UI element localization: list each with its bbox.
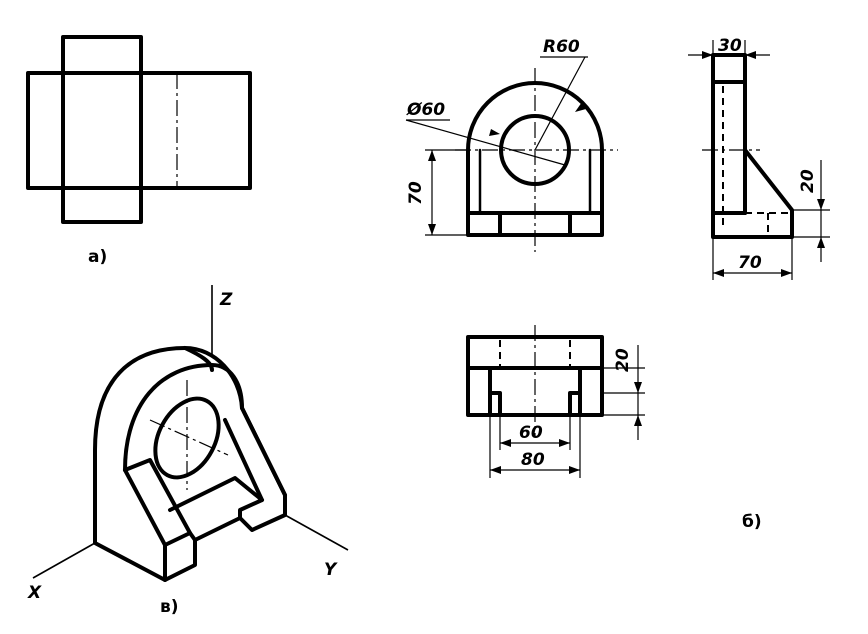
top-inner-right [568, 391, 582, 417]
w70-arrow-left [713, 269, 724, 277]
top-view [466, 325, 604, 437]
iso-rib-edge [240, 406, 287, 497]
top-inner-left [488, 391, 502, 417]
h20-arrow-top [817, 199, 825, 210]
r60-leader [534, 56, 586, 151]
net-drawing [26, 35, 252, 224]
w80-arrow-right [569, 466, 580, 474]
iso-arch-front [123, 363, 244, 472]
front-outline [466, 81, 604, 237]
dim-h70: 70 [406, 181, 426, 205]
axis-x-label: X [27, 583, 42, 603]
axis-y-label: Y [324, 560, 338, 580]
iso-base-groove [168, 476, 264, 512]
dim-w80: 80 [521, 450, 545, 470]
side-dimensions: 30 20 70 [688, 36, 830, 280]
dim-w30: 30 [718, 36, 742, 56]
iso-rib-inner [223, 418, 264, 520]
w60-arrow-right [559, 439, 570, 447]
w60-arrow-left [500, 439, 511, 447]
front-dimensions: R60 Ø60 70 [405, 37, 588, 236]
h20t-arrow-top [634, 382, 642, 393]
dim-h20-top: 20 [613, 348, 633, 372]
dim-h20-side: 20 [798, 169, 818, 193]
dim-r60: R60 [543, 37, 580, 57]
axis-z-label: Z [219, 290, 233, 310]
w80-arrow-left [490, 466, 501, 474]
axis-x-line [32, 542, 96, 579]
h20t-arrow-bottom [634, 415, 642, 426]
axis-y-line [284, 514, 349, 551]
w30-arrow-right [745, 51, 756, 59]
label-v: в) [160, 597, 179, 617]
net-vertical-band [61, 35, 143, 224]
d60-leader [405, 119, 566, 166]
iso-left-block-step [188, 531, 197, 542]
d60-arrow [489, 129, 500, 136]
top-dimensions: 20 60 80 [489, 345, 645, 478]
dim-w60: 60 [519, 423, 543, 443]
h70-arrow-top [428, 150, 436, 161]
label-b: б) [742, 512, 762, 532]
dim-d60: Ø60 [406, 100, 445, 120]
iso-center-diagonal [149, 419, 229, 456]
iso-left-block-top [123, 458, 192, 547]
iso-arc-back [183, 346, 214, 372]
front-view [455, 68, 618, 252]
h20-arrow-bottom [817, 237, 825, 248]
isometric-axes [32, 285, 349, 579]
r60-arrow [575, 102, 586, 112]
w30-arrow-left [702, 51, 713, 59]
side-view [702, 53, 794, 239]
label-a: а) [88, 247, 107, 267]
dim-w70: 70 [738, 253, 762, 273]
isometric-view [93, 346, 287, 582]
h70-arrow-bottom [428, 224, 436, 235]
w70-arrow-right [781, 269, 792, 277]
